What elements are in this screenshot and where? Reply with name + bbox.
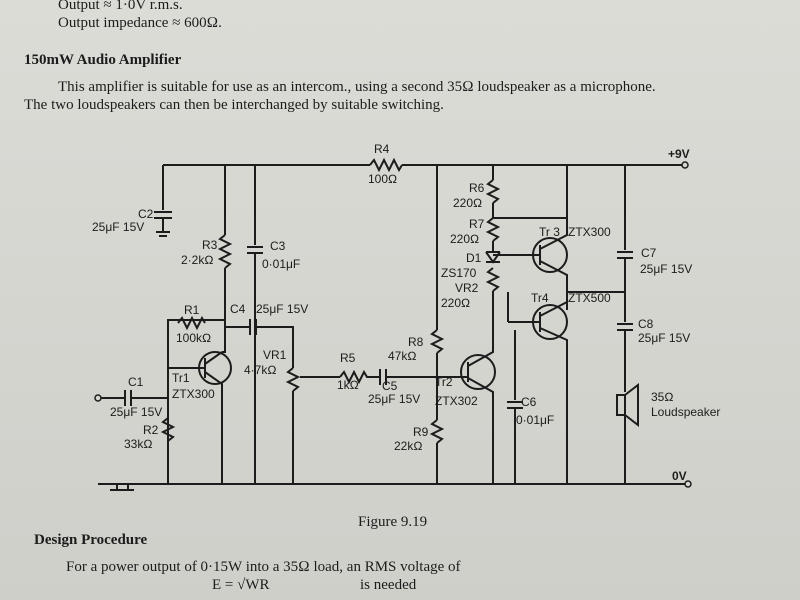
- resistor-r6: [485, 179, 501, 204]
- resistor-r9: [429, 419, 445, 444]
- capacitor-c7: [617, 251, 633, 259]
- label-vr2-name: VR2: [455, 281, 479, 295]
- potentiometer-vr2: [485, 267, 501, 292]
- capacitor-c4: [249, 319, 257, 335]
- section-heading: 150mW Audio Amplifier: [24, 52, 182, 68]
- label-r4-name: R4: [374, 142, 390, 156]
- label-c4-value: 25μF 15V: [256, 302, 308, 316]
- label-c5-name: C5: [382, 379, 398, 393]
- label-c4-name: C4: [230, 302, 246, 316]
- label-tr3-name: Tr 3: [539, 225, 560, 239]
- design-needed: is needed: [360, 577, 417, 593]
- label-tr2-name: Tr2: [435, 375, 453, 389]
- design-procedure-heading: Design Procedure: [34, 532, 148, 548]
- potentiometer-vr1: [285, 367, 301, 392]
- figure-caption: Figure 9.19: [358, 514, 428, 530]
- label-r3-value: 2·2kΩ: [181, 253, 214, 267]
- label-c2-name: C2: [138, 207, 154, 221]
- label-tr3-value: ZTX300: [568, 225, 611, 239]
- intro-paragraph-line-2: The two loudspeakers can then be interch…: [24, 97, 444, 113]
- label-tr4-value: ZTX500: [568, 291, 611, 305]
- label-c6-value: 0·01μF: [516, 413, 554, 427]
- resistor-r4: [369, 157, 403, 173]
- label-r9-name: R9: [413, 425, 429, 439]
- label-r9-value: 22kΩ: [394, 439, 423, 453]
- label-c1-name: C1: [128, 375, 144, 389]
- label-ground: 0V: [672, 469, 687, 483]
- label-r4-value: 100Ω: [368, 172, 397, 186]
- label-tr1-value: ZTX300: [172, 387, 215, 401]
- resistor-r1: [177, 315, 206, 331]
- label-vr1-value: 4·7kΩ: [244, 363, 277, 377]
- label-speaker-name: 35Ω: [651, 390, 674, 404]
- capacitor-c1: [124, 390, 132, 406]
- label-c6-name: C6: [521, 395, 537, 409]
- label-r2-name: R2: [143, 423, 159, 437]
- diode-d1: [485, 251, 501, 264]
- label-supply: +9V: [668, 147, 690, 161]
- resistor-r7: [485, 217, 501, 242]
- output-impedance-line: Output impedance ≈ 600Ω.: [58, 15, 222, 31]
- label-r7-value: 220Ω: [450, 232, 479, 246]
- label-c2-value: 25μF 15V: [92, 220, 144, 234]
- design-formula: E = √WR: [212, 577, 270, 593]
- resistor-r3: [217, 234, 233, 269]
- capacitor-c2: [154, 211, 172, 219]
- output-voltage-line: Output ≈ 1·0V r.m.s.: [58, 0, 183, 13]
- label-tr2-value: ZTX302: [435, 394, 478, 408]
- label-c1-value: 25μF 15V: [110, 405, 162, 419]
- label-c7-name: C7: [641, 246, 657, 260]
- transistor-tr2: [460, 354, 496, 390]
- label-r5-value: 1kΩ: [337, 378, 359, 392]
- resistor-r5: [339, 369, 380, 385]
- loudspeaker: [616, 394, 626, 416]
- label-r8-value: 47kΩ: [388, 349, 417, 363]
- label-r6-value: 220Ω: [453, 196, 482, 210]
- label-c7-value: 25μF 15V: [640, 262, 692, 276]
- label-c8-name: C8: [638, 317, 654, 331]
- label-c3-value: 0·01μF: [262, 257, 300, 271]
- label-r1-name: R1: [184, 303, 200, 317]
- label-c3-name: C3: [270, 239, 286, 253]
- label-r1-value: 100kΩ: [176, 331, 211, 345]
- label-d1-name: D1: [466, 251, 482, 265]
- label-vr2-value: 220Ω: [441, 296, 470, 310]
- intro-paragraph-line-1: This amplifier is suitable for use as an…: [58, 79, 656, 95]
- label-r6-name: R6: [469, 181, 485, 195]
- label-c5-value: 25μF 15V: [368, 392, 420, 406]
- label-d1-value: ZS170: [441, 266, 477, 280]
- label-r7-name: R7: [469, 217, 485, 231]
- label-r3-name: R3: [202, 238, 218, 252]
- capacitor-c3: [247, 246, 263, 254]
- label-tr4-name: Tr4: [531, 291, 549, 305]
- resistor-r2: [160, 417, 176, 442]
- label-speaker-value: Loudspeaker: [651, 405, 720, 419]
- label-r5-name: R5: [340, 351, 356, 365]
- label-vr1-name: VR1: [263, 348, 287, 362]
- label-r2-value: 33kΩ: [124, 437, 153, 451]
- label-c8-value: 25μF 15V: [638, 331, 690, 345]
- label-tr1-name: Tr1: [172, 371, 190, 385]
- resistor-r8: [429, 329, 445, 354]
- capacitor-c8: [617, 323, 633, 331]
- label-r8-name: R8: [408, 335, 424, 349]
- design-procedure-line: For a power output of 0·15W into a 35Ω l…: [66, 559, 461, 575]
